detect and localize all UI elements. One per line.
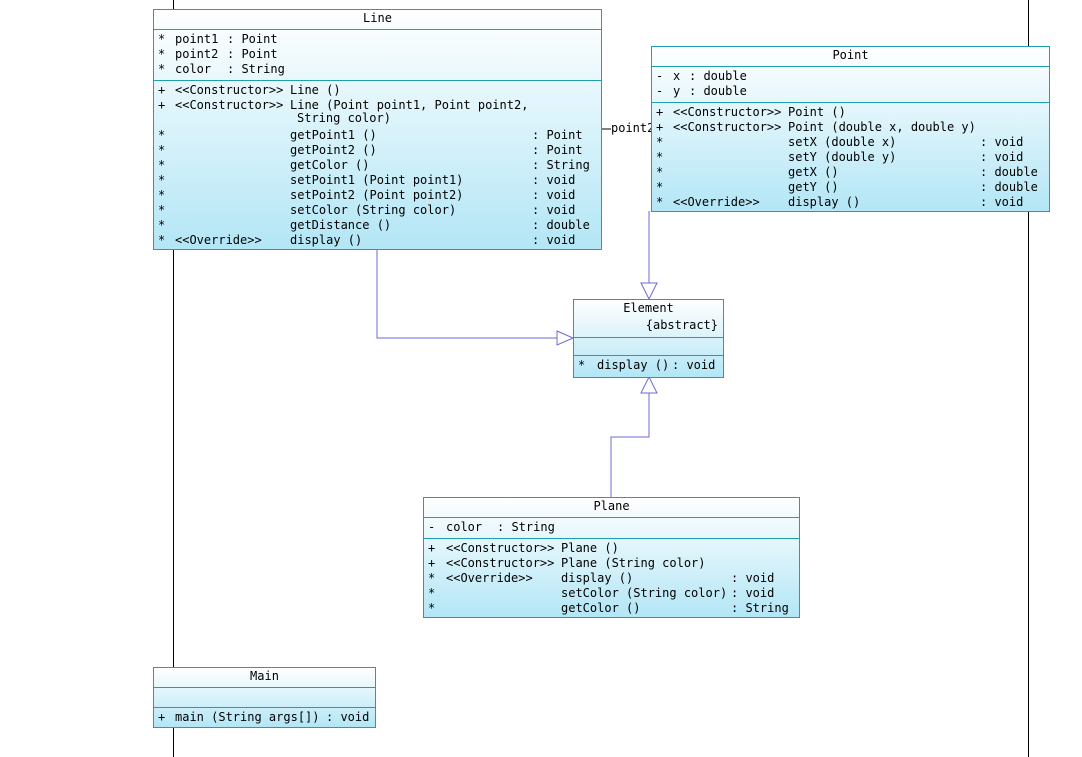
- class-line-attributes: *point1: Point *point2: Point *color: St…: [154, 30, 601, 81]
- operation-row: *<<Override>>display (): void: [428, 571, 775, 585]
- class-line-operations: +<<Constructor>>Line () +<<Constructor>>…: [154, 81, 601, 249]
- association-role-point2: point2: [611, 121, 655, 135]
- operation-row: *getColor (): String: [158, 158, 590, 172]
- class-point[interactable]: Point -x: double -y: double +<<Construct…: [651, 46, 1050, 212]
- attribute-row: -y: double: [656, 84, 747, 98]
- operation-row: *getX (): double: [656, 165, 1038, 179]
- class-element[interactable]: Element {abstract} *display (): void: [573, 299, 724, 378]
- class-element-attributes: [574, 338, 723, 356]
- operation-row: *setColor (String color): void: [428, 586, 775, 600]
- class-main-header: Main: [154, 668, 375, 688]
- line-to-element-generalization: [376, 249, 557, 339]
- class-point-attributes: -x: double -y: double: [652, 67, 1049, 103]
- operation-row: +<<Constructor>>Point (double x, double …: [656, 120, 976, 134]
- operation-row: *getY (): double: [656, 180, 1038, 194]
- left-vertical-line: [173, 0, 174, 757]
- class-main-attributes: [154, 688, 375, 708]
- attribute-row: *color: String: [158, 62, 285, 76]
- plane-to-element-generalization: [610, 393, 650, 497]
- class-point-header: Point: [652, 47, 1049, 67]
- class-point-operations: +<<Constructor>>Point () +<<Constructor>…: [652, 103, 1049, 211]
- operation-row: +<<Constructor>>Line (Point point1, Poin…: [158, 98, 529, 112]
- operation-row: *<<Override>>display (): void: [656, 195, 1024, 209]
- attribute-row: *point2: Point: [158, 47, 278, 61]
- operation-row: *display (): void: [578, 358, 716, 372]
- class-element-name: Element: [623, 301, 674, 315]
- operation-row: *setY (double y): void: [656, 150, 1024, 164]
- class-plane[interactable]: Plane -color: String +<<Constructor>>Pla…: [423, 497, 800, 618]
- class-plane-name: Plane: [593, 499, 630, 513]
- attribute-row: -color: String: [428, 520, 555, 534]
- attribute-row: *point1: Point: [158, 32, 278, 46]
- operation-row: +main (String args[]): void: [158, 710, 370, 724]
- operation-row: *setPoint2 (Point point2): void: [158, 188, 576, 202]
- operation-row: String color): [297, 111, 391, 125]
- operation-row: +<<Constructor>>Plane (String color): [428, 556, 706, 570]
- plane-generalization-arrowhead: [640, 375, 658, 394]
- class-element-operations: *display (): void: [574, 356, 723, 377]
- class-main[interactable]: Main +main (String args[]): void: [153, 667, 376, 728]
- right-vertical-line: [1028, 0, 1029, 757]
- operation-row: *setColor (String color): void: [158, 203, 576, 217]
- operation-row: +<<Constructor>>Line (): [158, 83, 341, 97]
- operation-row: *setX (double x): void: [656, 135, 1024, 149]
- operation-row: *getDistance (): double: [158, 218, 590, 232]
- operation-row: +<<Constructor>>Point (): [656, 105, 846, 119]
- class-plane-attributes: -color: String: [424, 518, 799, 539]
- line-generalization-arrowhead: [556, 330, 575, 346]
- class-point-name: Point: [832, 48, 869, 62]
- point-generalization-arrowhead: [640, 282, 658, 301]
- class-line[interactable]: Line *point1: Point *point2: Point *colo…: [153, 9, 602, 250]
- class-plane-operations: +<<Constructor>>Plane () +<<Constructor>…: [424, 539, 799, 617]
- class-plane-header: Plane: [424, 498, 799, 518]
- attribute-row: -x: double: [656, 69, 747, 83]
- operation-row: *getPoint2 (): Point: [158, 143, 583, 157]
- operation-row: *<<Override>>display (): void: [158, 233, 576, 247]
- class-element-modifier: {abstract}: [645, 318, 718, 332]
- operation-row: *getColor (): String: [428, 601, 789, 615]
- operation-row: *getPoint1 (): Point: [158, 128, 583, 142]
- class-main-name: Main: [250, 669, 279, 683]
- class-line-name: Line: [363, 11, 392, 25]
- class-line-header: Line: [154, 10, 601, 30]
- operation-row: *setPoint1 (Point point1): void: [158, 173, 576, 187]
- class-main-operations: +main (String args[]): void: [154, 708, 375, 728]
- class-element-header: Element {abstract}: [574, 300, 723, 338]
- operation-row: +<<Constructor>>Plane (): [428, 541, 619, 555]
